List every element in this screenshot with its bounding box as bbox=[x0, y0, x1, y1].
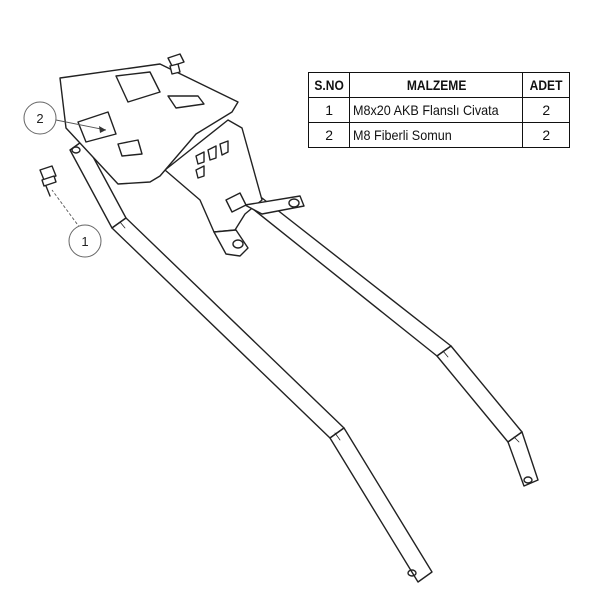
balloon-2: 2 bbox=[23, 101, 57, 135]
balloon-1: 1 bbox=[68, 224, 102, 258]
bom-header-qty: ADET bbox=[522, 72, 571, 98]
left-side-tube bbox=[69, 139, 433, 583]
table-row: 2 M8 Fiberli Somun 2 bbox=[307, 122, 571, 148]
bom-header-sno: S.NO bbox=[307, 72, 351, 98]
bom-row-material: M8 Fiberli Somun bbox=[349, 122, 524, 148]
top-carrier-plate bbox=[59, 63, 239, 185]
bom-row-material: M8x20 AKB Flanslı Civata bbox=[349, 97, 524, 123]
bom-row-qty: 2 bbox=[522, 97, 571, 123]
top-bolt bbox=[167, 53, 185, 75]
table-row: 1 M8x20 AKB Flanslı Civata 2 bbox=[307, 97, 571, 123]
mounting-bracket bbox=[164, 119, 305, 257]
bill-of-materials-table: S.NO MALZEME ADET 1 M8x20 AKB Flanslı Ci… bbox=[307, 72, 571, 148]
balloon-2-label: 2 bbox=[36, 111, 43, 126]
bom-header-material: MALZEME bbox=[349, 72, 524, 98]
balloon-2-arrowhead bbox=[99, 126, 106, 133]
balloon-1-label: 1 bbox=[81, 234, 88, 249]
bom-row-sno: 1 bbox=[307, 97, 351, 123]
bolt-part bbox=[39, 165, 57, 197]
right-side-tube bbox=[247, 197, 539, 487]
bom-header-row: S.NO MALZEME ADET bbox=[307, 72, 571, 98]
balloon-1-leader bbox=[51, 189, 84, 233]
balloon-2-leader bbox=[55, 119, 107, 131]
bom-row-qty: 2 bbox=[522, 122, 571, 148]
bom-row-sno: 2 bbox=[307, 122, 351, 148]
